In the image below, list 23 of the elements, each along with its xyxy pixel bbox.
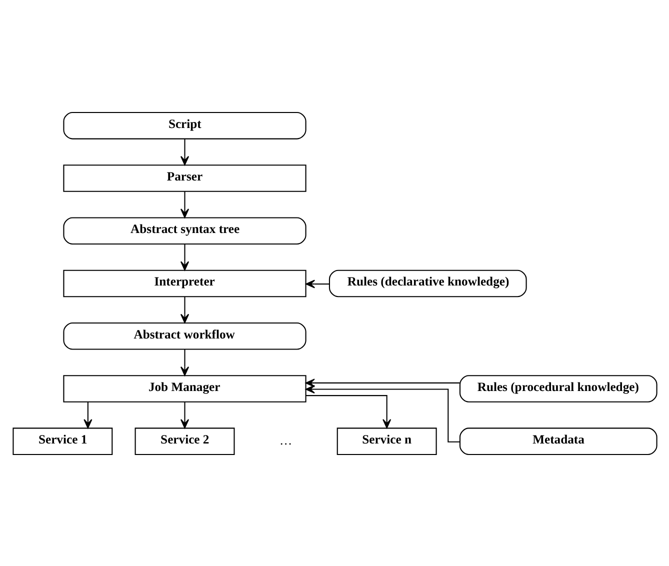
arrow bbox=[180, 244, 189, 270]
node-box: Abstract syntax tree bbox=[62, 216, 306, 244]
node-box: Parser bbox=[62, 164, 306, 192]
node-box: Service 2 bbox=[134, 427, 234, 455]
node-box: Job Manager bbox=[62, 374, 306, 402]
arrow bbox=[180, 296, 189, 323]
node-box: Metadata bbox=[458, 427, 657, 455]
node-box: Rules (declarative knowledge) bbox=[328, 269, 526, 297]
arrow bbox=[180, 138, 189, 165]
node-box: Service 1 bbox=[12, 427, 112, 455]
arrow bbox=[305, 279, 329, 288]
node-box: Interpreter bbox=[62, 269, 306, 297]
label: … bbox=[278, 433, 292, 448]
arrow bbox=[180, 348, 189, 376]
node-box: Service n bbox=[336, 427, 436, 455]
node-box: Rules (procedural knowledge) bbox=[458, 374, 657, 402]
arrow bbox=[83, 402, 92, 428]
node-box: Script bbox=[62, 111, 306, 139]
arrow bbox=[180, 402, 189, 428]
arrow bbox=[180, 191, 189, 218]
arrow bbox=[305, 394, 391, 428]
arrow bbox=[305, 378, 460, 387]
node-box: Abstract workflow bbox=[62, 322, 306, 350]
